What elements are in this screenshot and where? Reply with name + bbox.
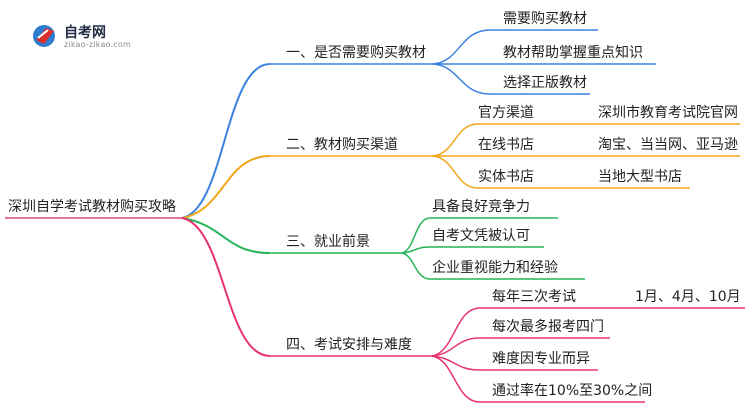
leaf-node-2-2: 在线书店	[478, 137, 534, 153]
branch-node-1: 一、是否需要购买教材	[286, 45, 426, 61]
leaf-node-4-2: 每次最多报考四门	[492, 319, 604, 335]
leaf-node-4-1: 每年三次考试	[492, 289, 576, 305]
connector-4-2	[431, 337, 481, 357]
connector-branch-1	[181, 63, 271, 219]
connector-3-2	[401, 246, 431, 254]
branch-node-4: 四、考试安排与难度	[286, 337, 412, 353]
connector-4-1	[431, 307, 481, 357]
connector-2-3	[432, 155, 479, 189]
connector-1-1	[432, 29, 491, 65]
connector-branch-3	[181, 217, 271, 254]
leaf-node-1-3: 选择正版教材	[503, 75, 587, 91]
connector-3-1	[401, 217, 431, 254]
connector-4-3	[431, 355, 481, 371]
connector-branch-4	[181, 217, 271, 357]
logo-mark	[33, 25, 55, 47]
leaf-node-3-1: 具备良好竞争力	[432, 199, 530, 215]
branch-node-3: 三、就业前景	[286, 234, 370, 250]
connector-1-3	[432, 63, 491, 95]
leaf-node-1-1: 需要购买教材	[503, 11, 587, 27]
connector-4-4	[431, 355, 481, 403]
root-node: 深圳自学考试教材购买攻略	[8, 199, 176, 215]
leaf-node-1-2: 教材帮助掌握重点知识	[503, 45, 643, 61]
leaf-detail-2-1: 深圳市教育考试院官网	[598, 105, 738, 121]
leaf-detail-2-3: 当地大型书店	[598, 169, 682, 185]
leaf-node-3-3: 企业重视能力和经验	[432, 260, 558, 276]
leaf-detail-2-2: 淘宝、当当网、亚马逊	[598, 137, 738, 153]
connector-branch-2	[181, 155, 271, 219]
leaf-node-4-3: 难度因专业而异	[492, 351, 590, 367]
branch-node-2: 二、教材购买渠道	[286, 137, 398, 153]
leaf-node-2-1: 官方渠道	[478, 105, 534, 121]
logo-url: zikao-zikao.com	[64, 40, 131, 49]
leaf-node-4-4: 通过率在10%至30%之间	[492, 383, 653, 399]
logo-name: 自考网	[64, 25, 106, 41]
leaf-detail-4-1: 1月、4月、10月	[635, 289, 741, 305]
leaf-node-3-2: 自考文凭被认可	[432, 228, 530, 244]
connector-3-3	[401, 252, 431, 280]
connector-2-1	[432, 123, 479, 157]
leaf-node-2-3: 实体书店	[478, 169, 534, 185]
